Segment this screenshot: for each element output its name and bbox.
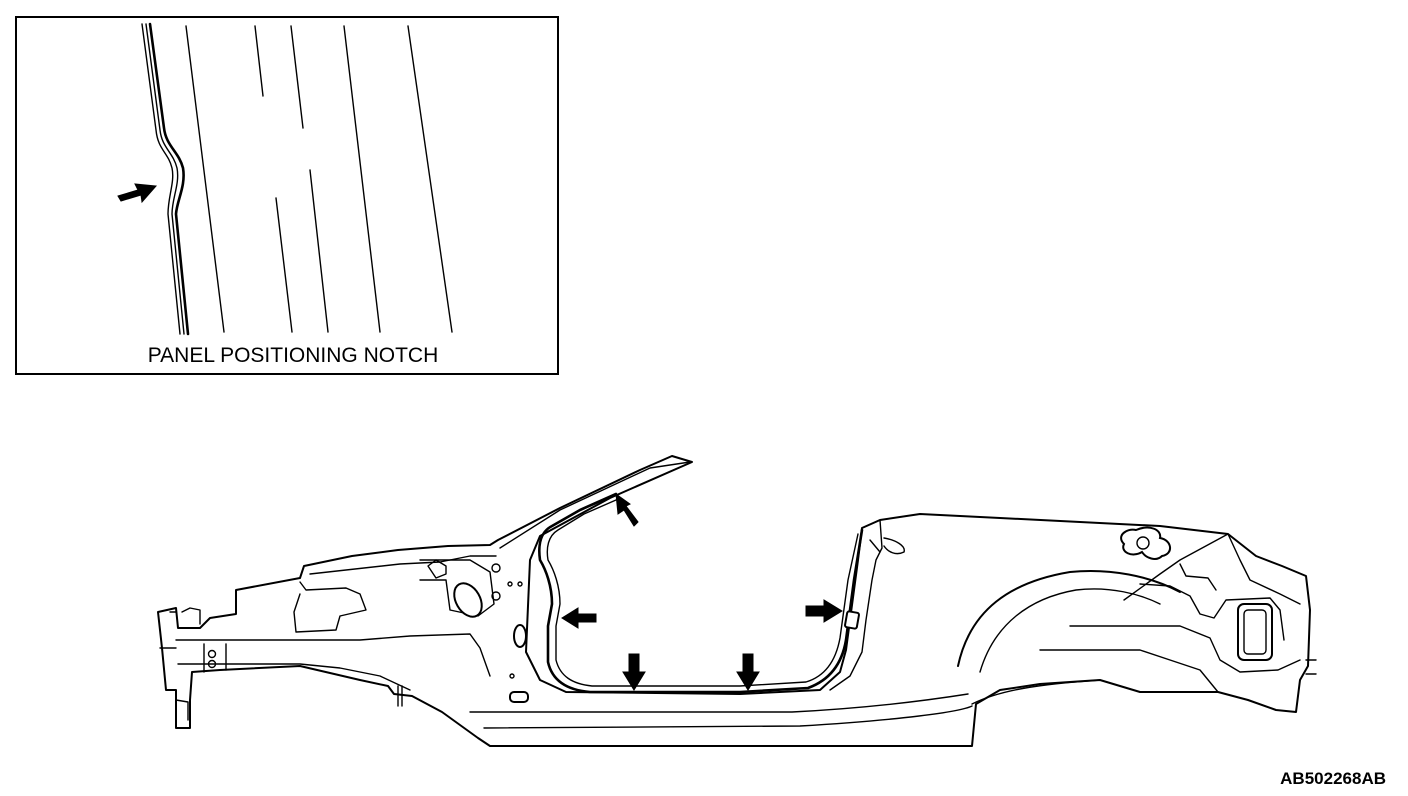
body-side-structure <box>157 455 1317 747</box>
front-apron <box>175 633 491 677</box>
inset-notch-arrow <box>117 183 158 204</box>
figure-id: AB502268AB <box>1280 769 1386 788</box>
door-opening-outline <box>538 492 864 694</box>
inset-panel-lines <box>185 25 453 333</box>
rocker-line <box>483 705 973 729</box>
notch-arrow-sill-front <box>622 653 646 691</box>
a-pillar <box>499 461 691 549</box>
rear-wheel-arch <box>957 569 1181 667</box>
inset-caption: PANEL POSITIONING NOTCH <box>148 344 439 367</box>
notch-arrow-b-pillar <box>805 599 843 623</box>
shock-tower <box>419 559 495 617</box>
notch-arrow-sill-rear <box>736 653 760 691</box>
body-outer-outline <box>157 455 1311 747</box>
b-pillar <box>829 519 883 691</box>
rear-rail-hole <box>1237 603 1273 661</box>
positioning-arrows <box>561 492 843 691</box>
inset-frame <box>15 16 559 375</box>
inset-detail: PANEL POSITIONING NOTCH <box>15 16 559 375</box>
trefoil-hole <box>1120 526 1171 560</box>
inset-panel-edge <box>141 22 190 336</box>
rear-quarter-inner <box>1123 533 1301 605</box>
notch-arrow-a-pillar <box>615 492 639 527</box>
notch-arrow-front-door-edge <box>561 607 597 629</box>
